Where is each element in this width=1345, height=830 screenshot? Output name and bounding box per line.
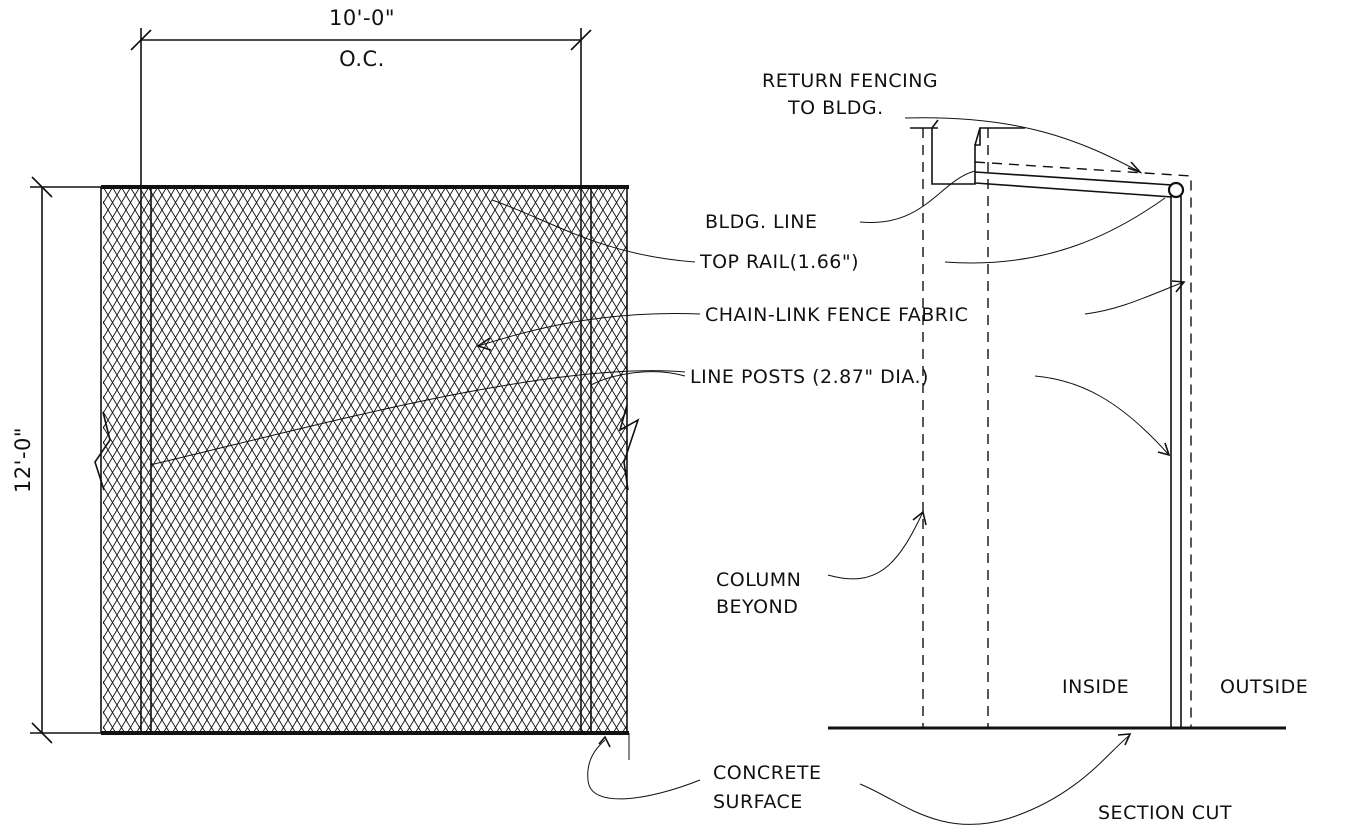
fence-fabric-label: CHAIN-LINK FENCE FABRIC: [705, 304, 968, 326]
concrete-surface-label-1: CONCRETE: [713, 762, 822, 784]
concrete-surface-label-2: SURFACE: [713, 791, 803, 813]
return-fencing-label-2: TO BLDG.: [787, 97, 884, 119]
fence-elevation: [94, 185, 640, 760]
top-rail-label: TOP RAIL(1.66"): [699, 251, 859, 273]
column-beyond: [922, 128, 989, 728]
top-rail-section: [974, 171, 1185, 199]
building-line: [910, 119, 1025, 185]
line-post-right: [580, 187, 592, 733]
break-mark-left: [94, 411, 111, 491]
line-post-left: [140, 187, 152, 733]
leader-lines: [149, 117, 1186, 825]
width-dimension-label: 10'-0": [329, 6, 395, 30]
column-beyond-label-1: COLUMN: [716, 569, 801, 591]
column-beyond-label-2: BEYOND: [716, 596, 798, 618]
chain-link-fabric-panel: [103, 187, 627, 733]
return-fencing-label-1: RETURN FENCING: [762, 70, 938, 92]
fence-section: [828, 119, 1286, 730]
height-dimension: 12'-0": [11, 176, 101, 744]
outside-label: OUTSIDE: [1220, 676, 1308, 698]
line-posts-label: LINE POSTS (2.87" DIA.): [690, 366, 929, 388]
bldg-line-label: BLDG. LINE: [705, 211, 817, 233]
line-post-section: [1170, 196, 1182, 728]
top-rail-circle: [1167, 181, 1185, 199]
width-dimension: 10'-0" O.C.: [130, 6, 592, 187]
inside-label: INSIDE: [1062, 676, 1129, 698]
spacing-label: O.C.: [339, 47, 385, 71]
break-mark-right: [618, 404, 640, 491]
return-fencing-dashed: [974, 161, 1192, 728]
height-dimension-label: 12'-0": [11, 427, 35, 493]
section-cut-label: SECTION CUT: [1098, 802, 1232, 824]
